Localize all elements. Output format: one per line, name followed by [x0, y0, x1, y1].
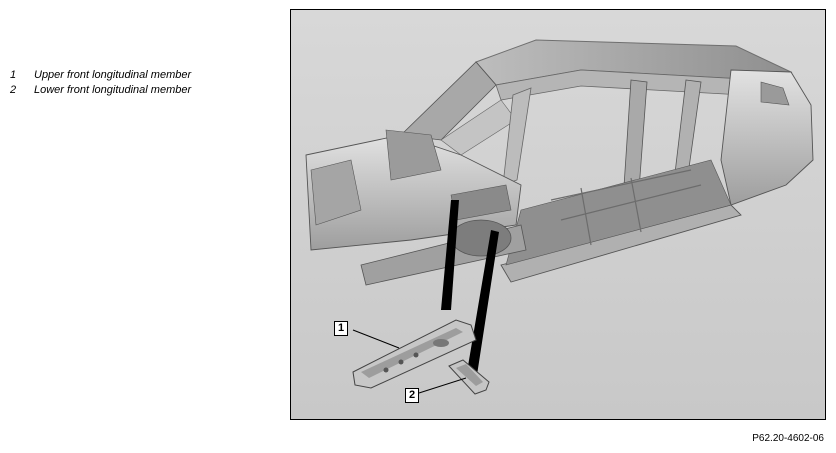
legend-item-1: 1 Upper front longitudinal member [10, 68, 191, 83]
legend-item-label: Lower front longitudinal member [34, 84, 192, 96]
legend-item-number: 2 [10, 84, 17, 96]
lower-front-longitudinal-member [448, 359, 490, 395]
upper-front-longitudinal-member [352, 319, 477, 389]
legend-item-label: Upper front longitudinal member [34, 69, 192, 81]
callout-2: 2 [405, 388, 419, 403]
legend: 1 Upper front longitudinal member 2 Lowe… [10, 68, 191, 98]
legend-item-2: 2 Lower front longitudinal member [10, 83, 191, 98]
body-in-white-illustration: 1 2 [290, 9, 826, 420]
vehicle-body-drawing [291, 10, 825, 419]
callout-1: 1 [334, 321, 348, 336]
legend-item-number: 1 [10, 69, 17, 81]
figure-reference: P62.20-4602-06 [752, 433, 824, 444]
